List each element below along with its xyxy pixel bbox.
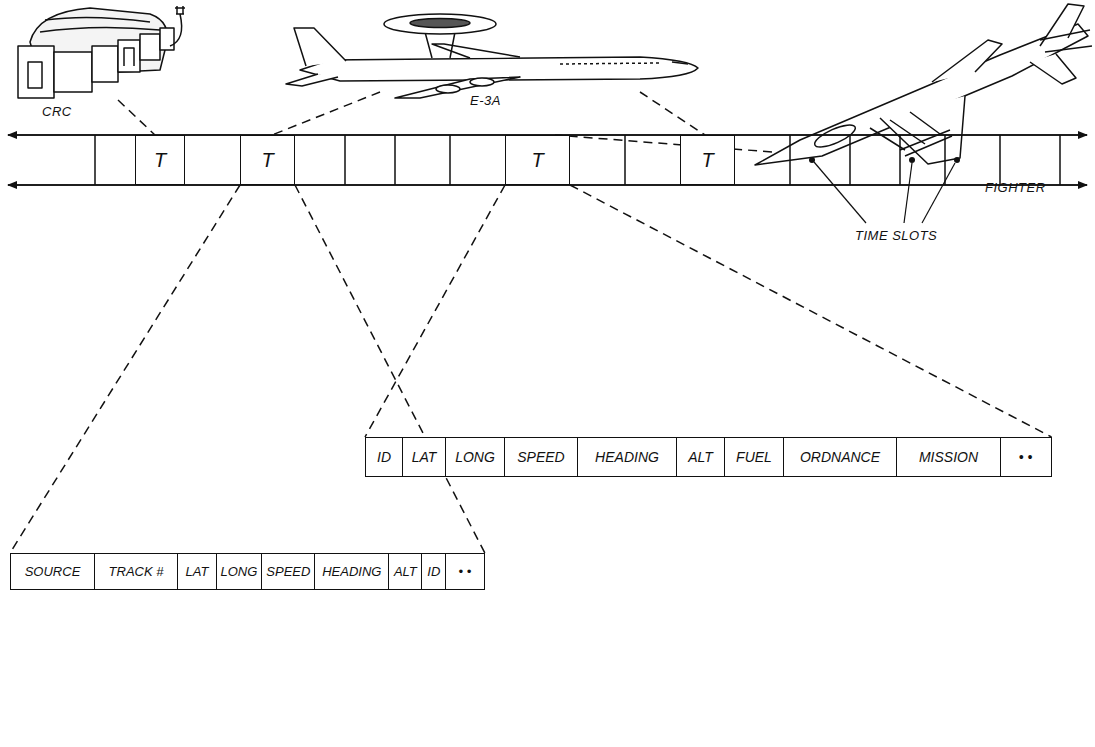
engine	[470, 78, 494, 86]
leader-line	[814, 162, 866, 223]
rotodome-strut	[425, 32, 455, 58]
equipment-box	[140, 34, 160, 60]
equipment-box	[54, 52, 92, 92]
message-field: ALT	[676, 437, 726, 477]
message-field: LONG	[216, 553, 263, 590]
field-name: SOURCE	[25, 564, 81, 579]
field-name: ORDNANCE	[800, 449, 880, 465]
expansion-line	[10, 185, 240, 553]
slot-assignment-line	[118, 100, 155, 135]
antenna	[175, 6, 185, 14]
expansion-line	[295, 185, 485, 553]
airframe-detail	[870, 30, 1092, 150]
slot-assignment-line	[640, 92, 705, 135]
platform-label: E-3A	[470, 93, 501, 108]
tail-fin	[294, 28, 346, 66]
tail-fin	[1040, 4, 1084, 46]
message-field: SOURCE	[10, 553, 95, 590]
fighter-fuselage	[755, 24, 1088, 165]
message-field: SPEED	[504, 437, 579, 477]
slot-dot	[909, 157, 915, 163]
field-name: SPEED	[266, 564, 310, 579]
field-name: MISSION	[919, 449, 978, 465]
field-name: SPEED	[517, 449, 564, 465]
slot-dot	[954, 157, 960, 163]
leader-line	[904, 163, 912, 223]
missile	[900, 130, 952, 156]
message-field: LAT	[177, 553, 217, 590]
far-wing	[432, 44, 520, 58]
slot-marker: T	[154, 149, 166, 172]
message-field: HEADING	[314, 553, 389, 590]
expansion-line	[570, 185, 1052, 437]
field-name: LAT	[412, 449, 437, 465]
field-name: • •	[458, 564, 471, 579]
field-name: ID	[427, 564, 440, 579]
slot-marker: T	[531, 149, 543, 172]
field-name: FUEL	[736, 449, 772, 465]
near-wing	[395, 77, 520, 98]
field-name: ID	[377, 449, 391, 465]
message-field: SPEED	[261, 553, 316, 590]
leader-line	[922, 163, 955, 223]
wing	[932, 40, 1002, 82]
tail-plane	[1030, 54, 1076, 84]
engine	[436, 85, 460, 93]
field-name: ALT	[688, 449, 713, 465]
message-field: HEADING	[577, 437, 677, 477]
field-name: TRACK #	[109, 564, 164, 579]
message-field: ALT	[388, 553, 423, 590]
time-slot-cell: T	[680, 135, 735, 185]
message-field: • •	[1000, 437, 1052, 477]
slot-marker: T	[261, 149, 273, 172]
platform-label: CRC	[42, 104, 72, 119]
box-door	[28, 62, 42, 88]
equipment-box	[92, 46, 118, 82]
field-name: ALT	[394, 564, 417, 579]
field-name: LONG	[455, 449, 495, 465]
rotodome-band	[410, 19, 470, 28]
box-door	[124, 48, 134, 66]
field-name: HEADING	[595, 449, 659, 465]
slot-assignment-line	[272, 92, 380, 135]
message-field: ID	[421, 553, 446, 590]
field-name: • •	[1019, 449, 1033, 465]
equipment-box	[118, 40, 140, 72]
canopy	[812, 121, 858, 152]
callout-label: TIME SLOTS	[855, 228, 937, 243]
message-field: ID	[365, 437, 403, 477]
slot-marker: T	[701, 149, 713, 172]
message-field: • •	[445, 553, 485, 590]
field-name: LONG	[221, 564, 258, 579]
slot-divider	[95, 135, 1060, 185]
time-slot-cell: T	[240, 135, 295, 185]
shelter-texture	[40, 17, 160, 32]
equipment-box	[18, 46, 54, 98]
antenna-cable	[170, 14, 182, 46]
time-slot-cell: T	[505, 135, 570, 185]
time-slot-cell: T	[135, 135, 185, 185]
message-field: TRACK #	[94, 553, 179, 590]
equipment-box	[160, 28, 174, 50]
platform-label: FIGHTER	[985, 180, 1046, 195]
tail-plane	[286, 74, 338, 86]
slot-assignment-line	[555, 135, 772, 152]
window-row	[560, 63, 660, 64]
message-field: LAT	[402, 437, 447, 477]
message-field: LONG	[445, 437, 505, 477]
rotodome	[384, 14, 496, 34]
field-name: LAT	[186, 564, 209, 579]
message-field: FUEL	[724, 437, 784, 477]
expansion-line	[365, 185, 505, 437]
message-field: MISSION	[896, 437, 1001, 477]
wing	[880, 96, 965, 164]
cockpit-window	[672, 62, 688, 64]
field-name: HEADING	[322, 564, 381, 579]
message-field: ORDNANCE	[783, 437, 898, 477]
